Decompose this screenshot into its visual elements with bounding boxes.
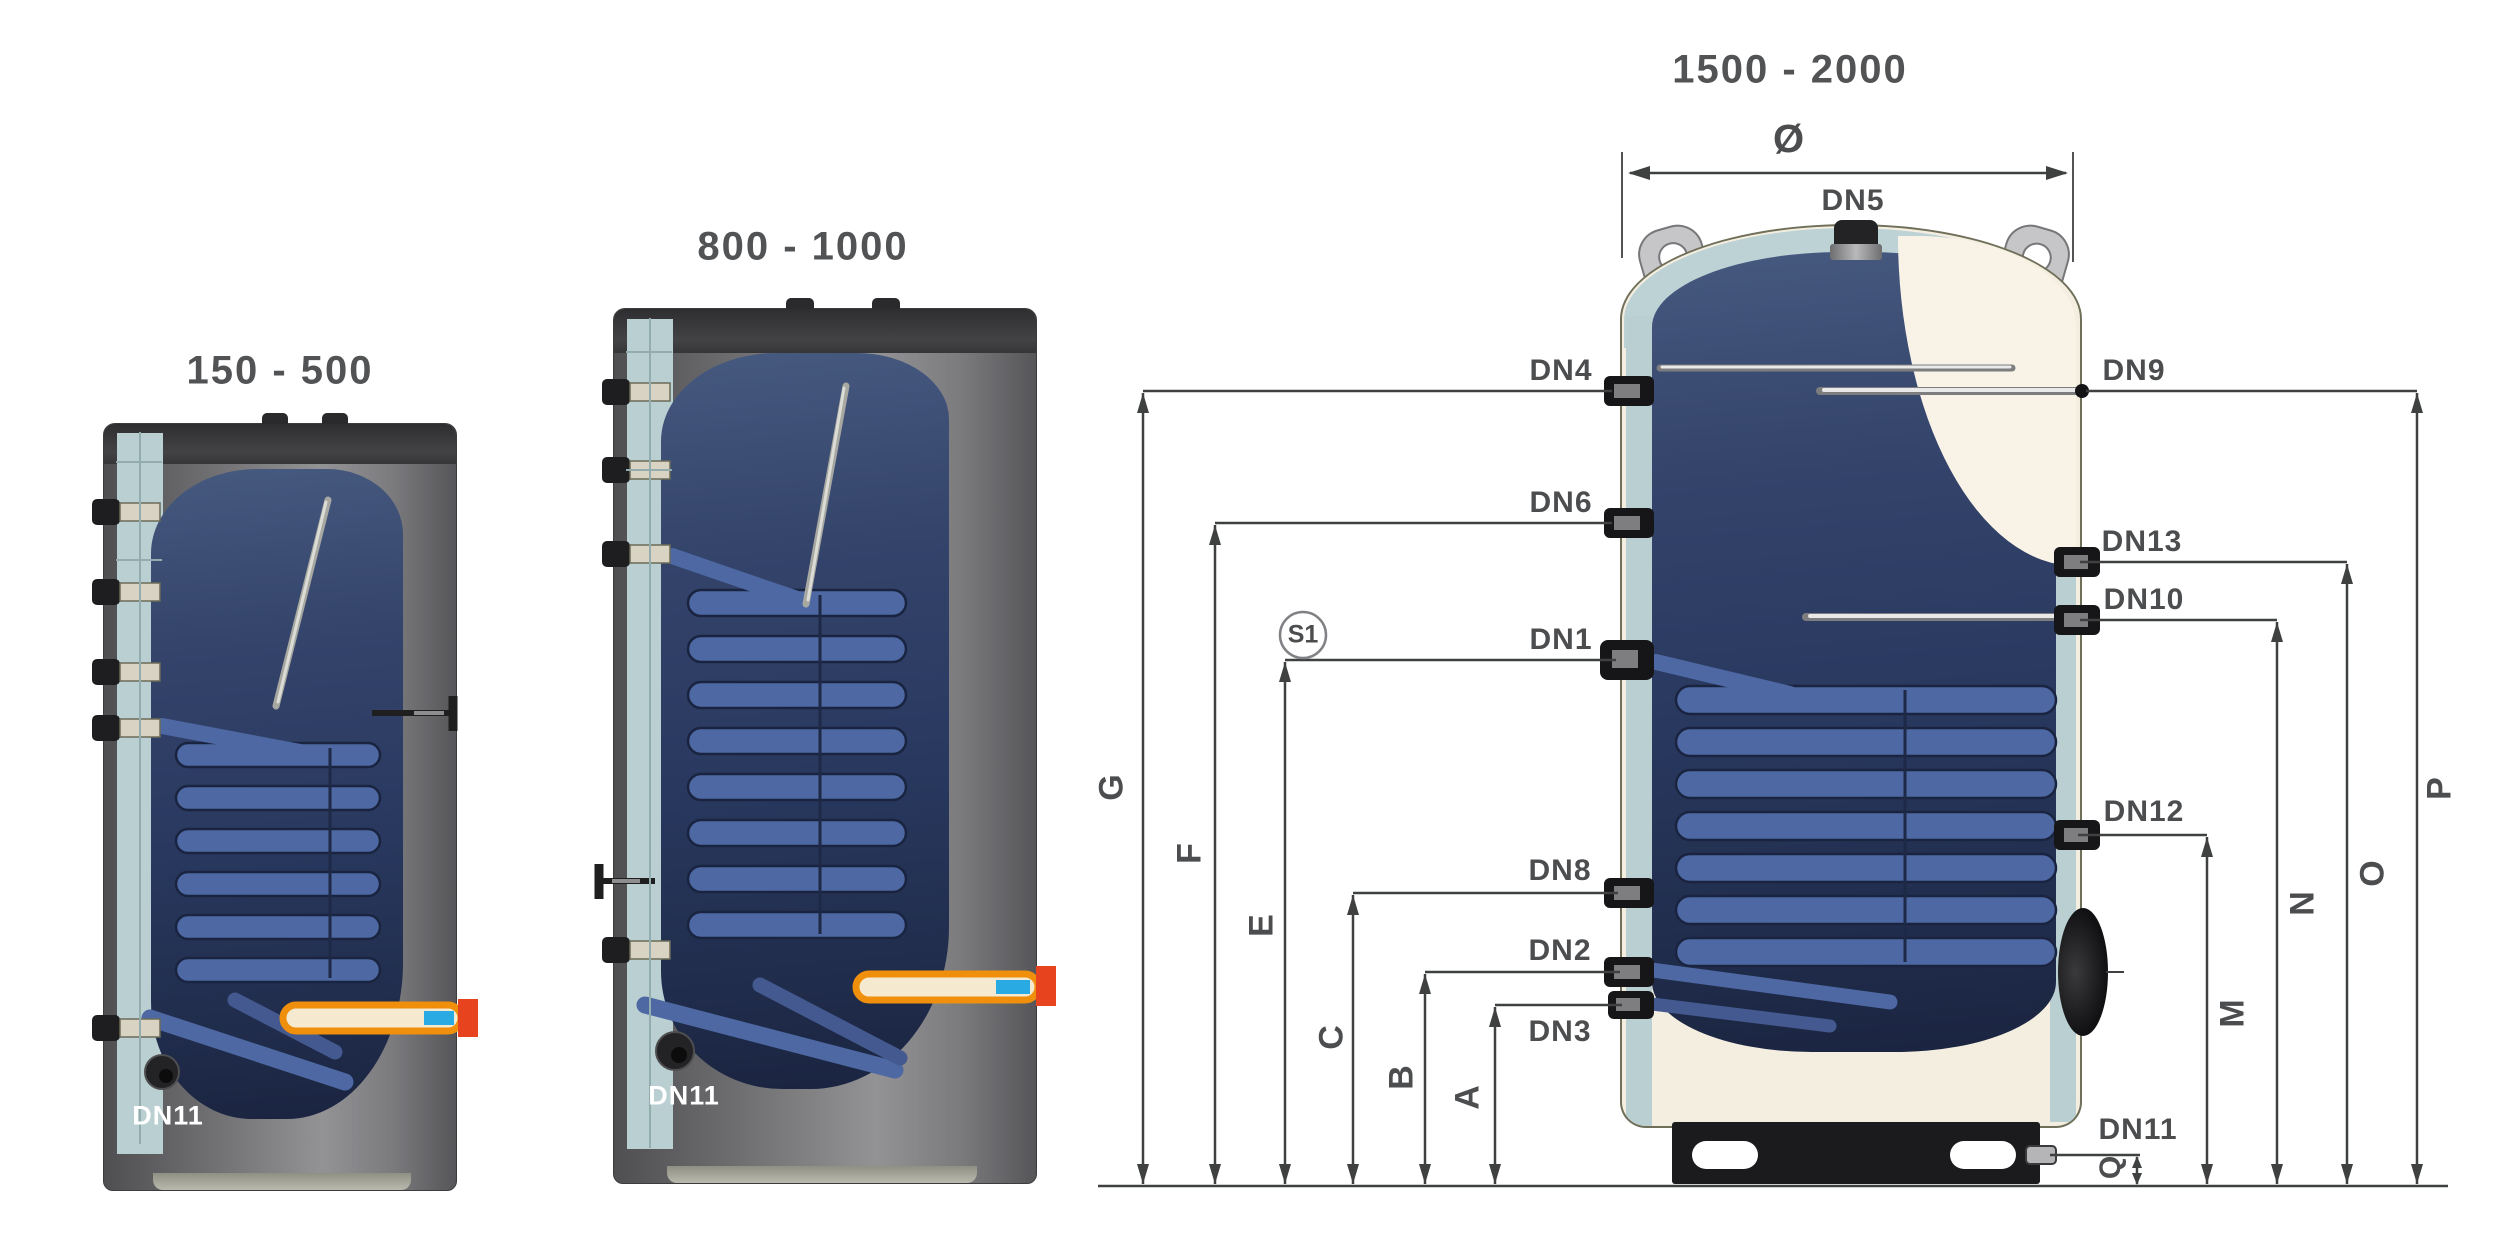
port-dn9-label: DN9	[2102, 354, 2166, 387]
dim-e-label: E	[1242, 913, 1281, 937]
port-dn10-label: DN10	[2103, 583, 2185, 616]
port-dn13-label: DN13	[2101, 525, 2183, 558]
tank-small-base-lip	[153, 1173, 411, 1190]
tank-medium-drain-label: DN11	[648, 1080, 720, 1111]
tank-medium-title: 800 - 1000	[697, 224, 909, 269]
port-dn5-label: DN5	[1821, 184, 1885, 217]
tank-small-top-nub	[322, 413, 348, 424]
tank-medium-top-nub	[872, 298, 900, 309]
dim-p-label: P	[2420, 776, 2459, 800]
dn5-nozzle-collar	[1830, 244, 1882, 260]
dim-b-label: B	[1382, 1064, 1421, 1090]
tank-small-top-nub	[262, 413, 288, 424]
port-dn11-large-label: DN11	[2098, 1113, 2178, 1146]
dim-o-label: O	[2353, 859, 2392, 887]
port-dn8-label: DN8	[1528, 854, 1592, 887]
tank-medium-top-nub	[786, 298, 814, 309]
base-slot	[1692, 1141, 1758, 1169]
tank-small-inner-vessel	[151, 469, 403, 1119]
port-dn3-label: DN3	[1528, 1015, 1592, 1048]
tank-large-left-insulation	[1626, 316, 1652, 1126]
tank-large-side-flange	[2058, 908, 2108, 1036]
dn5-nozzle	[1834, 220, 1878, 246]
port-dn2-label: DN2	[1528, 934, 1592, 967]
port-dn1-label: DN1	[1529, 623, 1593, 656]
dim-c-label: C	[1312, 1024, 1351, 1050]
dim-f-label: F	[1170, 842, 1209, 864]
dim-a-label: A	[1448, 1084, 1487, 1110]
dim-n-label: N	[2283, 890, 2322, 916]
tank-medium-top-cap	[614, 309, 1036, 353]
diameter-symbol-label: Ø	[1772, 117, 1806, 162]
tank-small-body	[103, 423, 457, 1191]
tank-large-base-skid	[1672, 1122, 2040, 1184]
tank-medium-body	[613, 308, 1037, 1184]
sensor-s1-label: S1	[1287, 620, 1319, 649]
port-dn4-label: DN4	[1529, 354, 1593, 387]
dim-m-label: M	[2213, 998, 2252, 1028]
dim-g-label: G	[1092, 773, 1131, 801]
dim-q-label: Q	[2094, 1154, 2127, 1180]
tank-medium-base-lip	[667, 1166, 977, 1183]
tank-small-drain-label: DN11	[132, 1100, 204, 1131]
tank-medium-inner-vessel	[661, 353, 949, 1089]
tank-large-body	[1620, 224, 2082, 1128]
base-slot	[1950, 1141, 2016, 1169]
tank-large-title: 1500 - 2000	[1672, 47, 1908, 92]
port-dn6-label: DN6	[1529, 486, 1593, 519]
port-dn12-label: DN12	[2103, 795, 2185, 828]
tank-small-title: 150 - 500	[186, 348, 374, 393]
